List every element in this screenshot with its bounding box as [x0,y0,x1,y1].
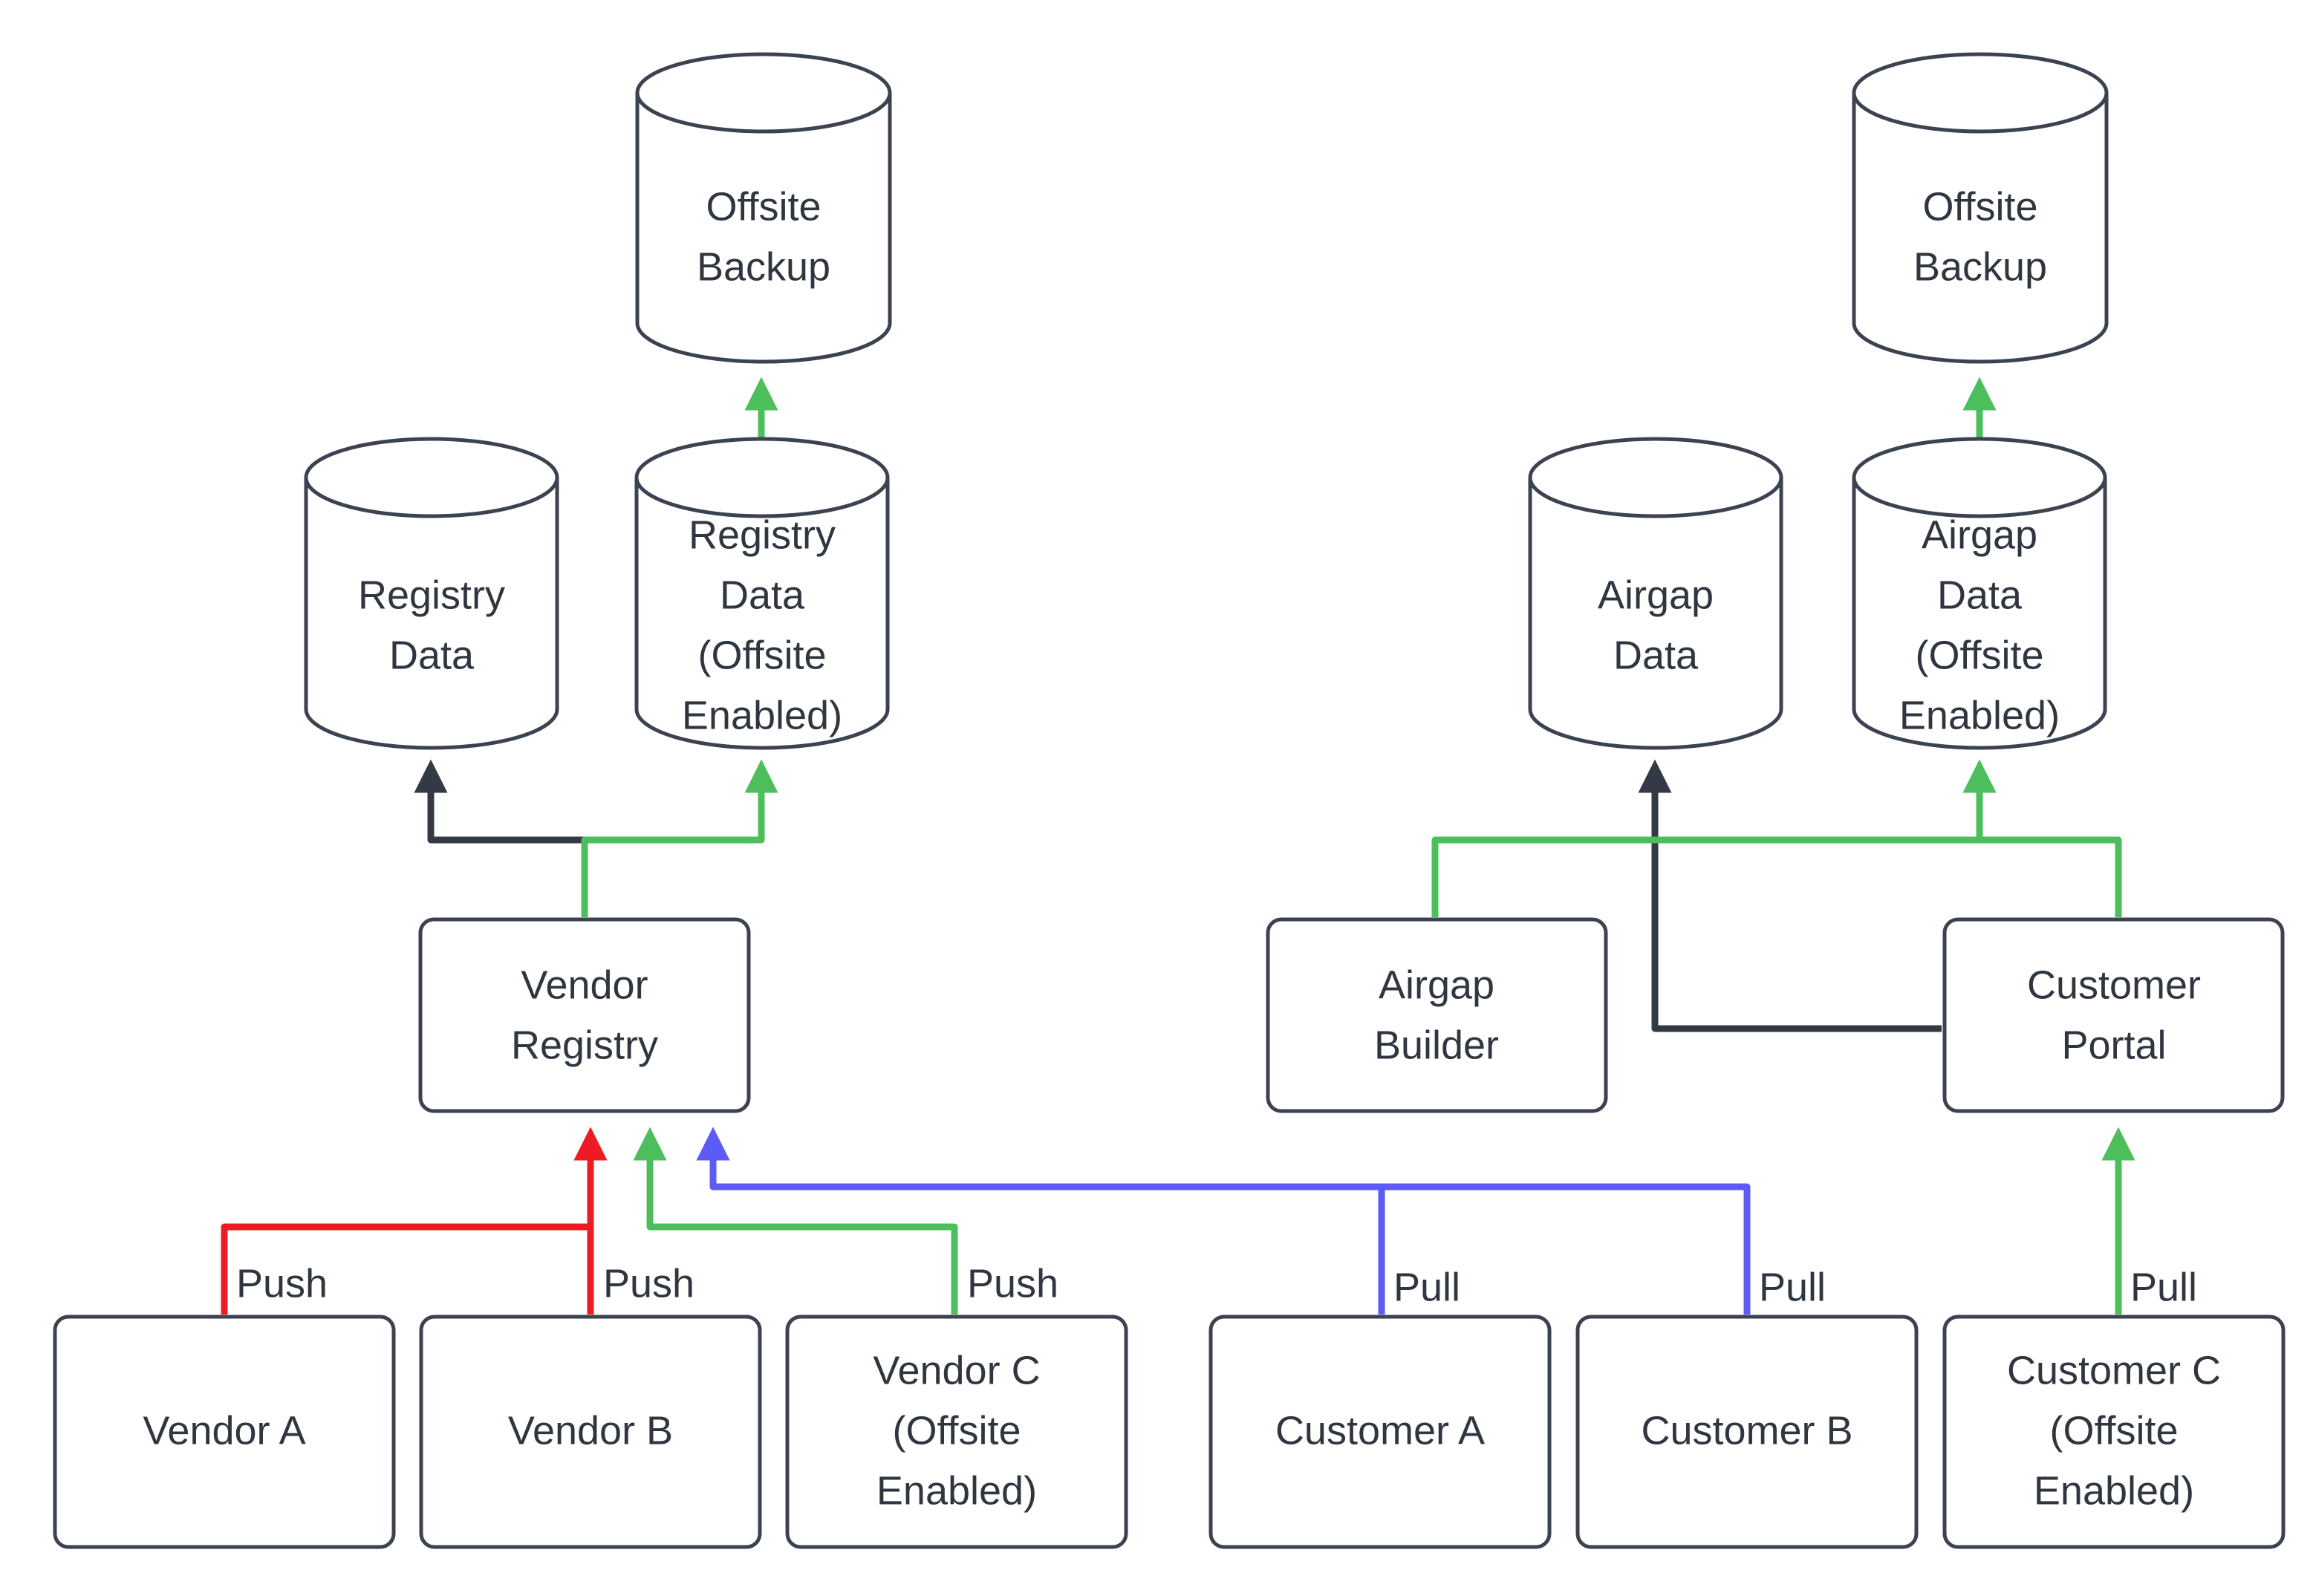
edge-label-push-1: Push [236,1261,328,1306]
registry-data-offsite-line4: Enabled) [682,693,842,737]
registry-data-line2: Data [389,633,475,677]
node-airgap-data[interactable]: Airgap Data [1528,437,1783,750]
edge-vendor-registry-to-registry-data [414,759,588,917]
node-customer-portal[interactable]: Customer Portal [1942,917,2285,1113]
node-vendor-c[interactable]: Vendor C (Offsite Enabled) [785,1315,1128,1549]
node-vendor-a[interactable]: Vendor A [53,1315,396,1549]
airgap-builder-line1: Airgap [1379,963,1494,1007]
airgap-data-offsite-line4: Enabled) [1899,693,2060,737]
customer-b-label: Customer B [1641,1408,1852,1453]
airgap-data-line2: Data [1613,633,1699,677]
airgap-data-offsite-line3: (Offsite [1915,633,2043,677]
registry-data-offsite-line1: Registry [689,512,836,557]
node-customer-c[interactable]: Customer C (Offsite Enabled) [1942,1315,2286,1549]
customer-portal-line2: Portal [2061,1023,2166,1067]
node-customer-a[interactable]: Customer A [1208,1315,1552,1549]
edge-vendor-c-to-vendor-registry [633,1127,958,1315]
node-offsite-backup-left[interactable]: Offsite Backup [635,52,892,364]
offsite-backup-left-line2: Backup [697,244,830,289]
edge-label-pull-2: Pull [1759,1265,1826,1309]
vendor-registry-line1: Vendor [521,963,648,1007]
edge-label-push-2: Push [603,1261,694,1306]
edge-customer-portal-to-airgap-data-offsite [1962,759,2122,917]
vendor-a-label: Vendor A [143,1408,305,1453]
edge-label-group: Push Push Push Pull Pull Pull [236,1261,2197,1309]
edge-label-pull-3: Pull [2130,1265,2197,1309]
edge-airgap-builder-to-airgap-data-offsite [1431,759,1997,917]
node-registry-data-offsite[interactable]: Registry Data (Offsite Enabled) [634,437,890,750]
edge-customer-portal-to-airgap-data [1638,759,1942,1032]
offsite-backup-left-line1: Offsite [706,184,821,229]
offsite-backup-right-line1: Offsite [1922,184,2037,229]
customer-c-line2: (Offsite [2049,1408,2178,1453]
node-airgap-data-offsite[interactable]: Airgap Data (Offsite Enabled) [1852,437,2107,750]
customer-a-label: Customer A [1275,1408,1485,1453]
edge-vendor-registry-to-registry-data-offsite [581,759,778,917]
airgap-data-offsite-line2: Data [1937,573,2023,617]
customer-c-line1: Customer C [2007,1348,2221,1393]
offsite-backup-right-line2: Backup [1913,244,2047,289]
node-airgap-builder[interactable]: Airgap Builder [1266,917,1608,1113]
vendor-b-label: Vendor B [508,1408,673,1453]
airgap-data-offsite-line1: Airgap [1922,512,2037,557]
node-customer-b[interactable]: Customer B [1575,1315,1919,1549]
registry-data-line1: Registry [358,573,505,617]
airgap-builder-line2: Builder [1374,1023,1499,1067]
airgap-data-line1: Airgap [1598,573,1714,617]
vendor-c-line1: Vendor C [873,1348,1040,1393]
edge-label-push-3: Push [967,1261,1058,1306]
vendor-c-line3: Enabled) [876,1468,1037,1513]
node-registry-data[interactable]: Registry Data [304,437,559,750]
customer-c-line3: Enabled) [2034,1468,2194,1513]
registry-data-offsite-line3: (Offsite [697,633,826,677]
edge-customer-b-to-vendor-registry [696,1127,1751,1315]
edge-label-pull-1: Pull [1393,1265,1460,1309]
vendor-c-line2: (Offsite [892,1408,1021,1453]
registry-data-offsite-line2: Data [720,573,805,617]
customer-portal-line1: Customer [2027,963,2201,1007]
node-offsite-backup-right[interactable]: Offsite Backup [1852,52,2109,364]
node-vendor-registry[interactable]: Vendor Registry [418,917,751,1113]
vendor-registry-line2: Registry [511,1023,658,1067]
node-vendor-b[interactable]: Vendor B [419,1315,762,1549]
